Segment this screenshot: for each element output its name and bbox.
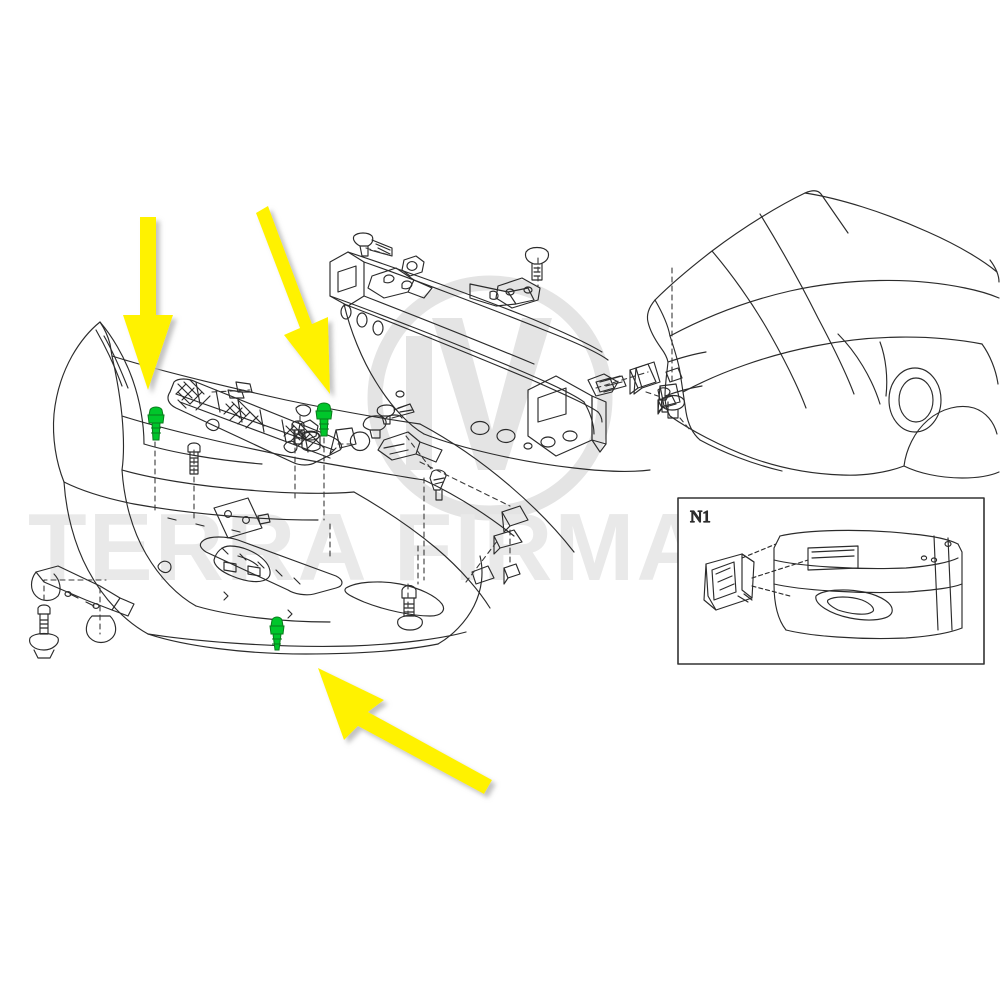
front-bumper-fascia [52,321,575,655]
bumper-side-bracket-left [30,565,135,644]
inset-panel-n1: N1 [677,497,985,665]
bumper-clip-lower [269,616,285,651]
arrow-down-center-clip [256,206,330,394]
watermark-circular-logo [367,275,613,521]
bumper-grille-mesh-panel [167,378,343,596]
inset-label-n1: N1 [690,507,711,526]
watermark-text: TERRA FIRMA [28,494,708,601]
bumper-clip-center [315,402,333,437]
bumper-clip-left [147,406,165,441]
arrow-down-left-clip [123,217,173,390]
arrow-up-bottom-clip [318,668,492,794]
fasteners-and-clips [29,232,685,659]
assembly-dashed-lines [43,247,691,637]
bumper-reinforcement-beam [329,251,681,472]
